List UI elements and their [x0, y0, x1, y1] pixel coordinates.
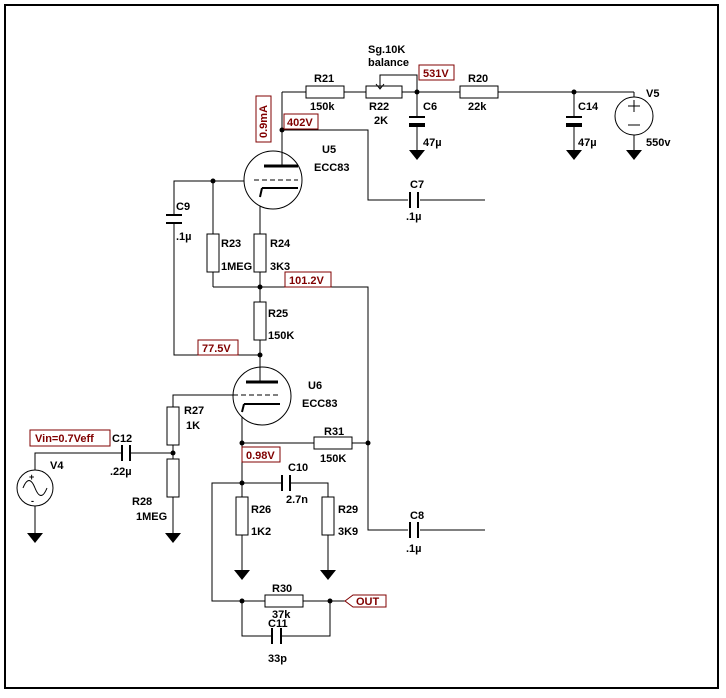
svg-text:47µ: 47µ	[423, 137, 442, 149]
svg-text:.1µ: .1µ	[406, 211, 422, 223]
svg-text:C9: C9	[176, 201, 190, 213]
svg-text:-: -	[31, 496, 34, 506]
svg-text:3K9: 3K9	[338, 526, 358, 538]
svg-text:R24: R24	[270, 238, 291, 250]
svg-text:C7: C7	[410, 179, 424, 191]
svg-text:R29: R29	[338, 504, 358, 516]
svg-text:1K: 1K	[186, 420, 200, 432]
v4-source: + -	[16, 469, 54, 507]
svg-text:1MEG: 1MEG	[136, 511, 167, 523]
voltage-1012: 101.2V	[289, 275, 325, 287]
svg-text:OUT: OUT	[356, 596, 380, 608]
r24-body	[253, 233, 267, 273]
svg-text:.1µ: .1µ	[176, 231, 192, 243]
svg-text:R21: R21	[314, 73, 334, 85]
svg-text:R28: R28	[132, 496, 152, 508]
svg-text:R31: R31	[324, 426, 344, 438]
svg-text:150k: 150k	[310, 101, 335, 113]
r22-wiper-arrow	[375, 80, 385, 90]
svg-text:R20: R20	[468, 73, 488, 85]
svg-text:C8: C8	[410, 510, 424, 522]
svg-text:U6: U6	[308, 380, 322, 392]
labels: Sg.10K balance R21 150k R22 2K R20 22k C…	[50, 44, 671, 665]
svg-text:R23: R23	[221, 238, 241, 250]
out-flag: OUT	[344, 594, 387, 608]
r27-body	[166, 406, 180, 446]
balance-line2: balance	[368, 57, 409, 69]
wires	[34, 74, 635, 637]
svg-text:R26: R26	[251, 504, 271, 516]
svg-text:U5: U5	[322, 144, 336, 156]
svg-text:R27: R27	[184, 405, 204, 417]
ground-r26	[234, 570, 250, 580]
svg-text:C11: C11	[268, 618, 288, 630]
u6-triode	[232, 366, 292, 426]
r30-body	[264, 594, 304, 608]
r22-body	[365, 85, 403, 99]
svg-text:.22µ: .22µ	[110, 466, 132, 478]
svg-text:37k: 37k	[272, 609, 291, 621]
svg-text:V4: V4	[50, 460, 64, 472]
grounds	[27, 150, 642, 580]
v5-source	[614, 96, 654, 136]
svg-text:2K: 2K	[374, 115, 388, 127]
svg-text:ECC83: ECC83	[302, 398, 337, 410]
svg-text:3K3: 3K3	[270, 261, 290, 273]
r25-body	[253, 301, 267, 341]
r21-body	[305, 85, 345, 99]
ground-v4	[27, 533, 43, 543]
svg-text:1K2: 1K2	[251, 526, 271, 538]
voltage-531: 531V	[423, 68, 449, 80]
voltage-402: 402V	[287, 117, 313, 129]
svg-text:150K: 150K	[268, 330, 294, 342]
r31-body	[313, 436, 353, 450]
ground-v5	[626, 150, 642, 160]
border	[4, 4, 719, 689]
svg-text:R25: R25	[268, 308, 288, 320]
svg-text:+: +	[29, 472, 34, 482]
r29-body	[321, 496, 335, 536]
svg-text:C14: C14	[578, 101, 599, 113]
svg-text:R30: R30	[272, 583, 292, 595]
r23-body	[206, 233, 220, 273]
r28-body	[166, 458, 180, 498]
svg-text:C6: C6	[423, 101, 437, 113]
ground-r28	[165, 533, 181, 543]
vin-label: Vin=0.7Veff	[35, 433, 94, 445]
ground-r29	[320, 570, 336, 580]
svg-text:33p: 33p	[268, 653, 287, 665]
voltage-775: 77.5V	[202, 343, 231, 355]
svg-text:550v: 550v	[646, 137, 671, 149]
svg-text:V5: V5	[646, 88, 659, 100]
balance-line1: Sg.10K	[368, 44, 405, 56]
svg-text:R22: R22	[369, 101, 389, 113]
ground-c6	[409, 150, 425, 160]
junctions	[170, 89, 577, 604]
capacitors	[121, 116, 582, 644]
svg-text:ECC83: ECC83	[314, 162, 349, 174]
svg-text:2.7n: 2.7n	[286, 494, 308, 506]
r26-body	[235, 496, 249, 536]
ground-c14	[566, 150, 582, 160]
c6-plate-bottom	[409, 123, 425, 127]
resistors	[166, 85, 499, 608]
r20-body	[459, 85, 499, 99]
svg-text:C10: C10	[288, 462, 308, 474]
svg-text:1MEG: 1MEG	[221, 261, 252, 273]
current-09ma: 0.9mA	[258, 105, 270, 138]
svg-text:.1µ: .1µ	[406, 543, 422, 555]
c14-plate-bottom	[566, 123, 582, 127]
annotation-boxes: 531V 402V 0.9mA 101.2V 77.5V Vin=0.7Veff…	[29, 64, 455, 463]
svg-text:150K: 150K	[320, 453, 346, 465]
svg-text:C12: C12	[112, 433, 132, 445]
svg-text:47µ: 47µ	[578, 137, 597, 149]
svg-text:22k: 22k	[468, 101, 487, 113]
voltage-098: 0.98V	[246, 450, 275, 462]
u5-triode	[243, 150, 303, 210]
